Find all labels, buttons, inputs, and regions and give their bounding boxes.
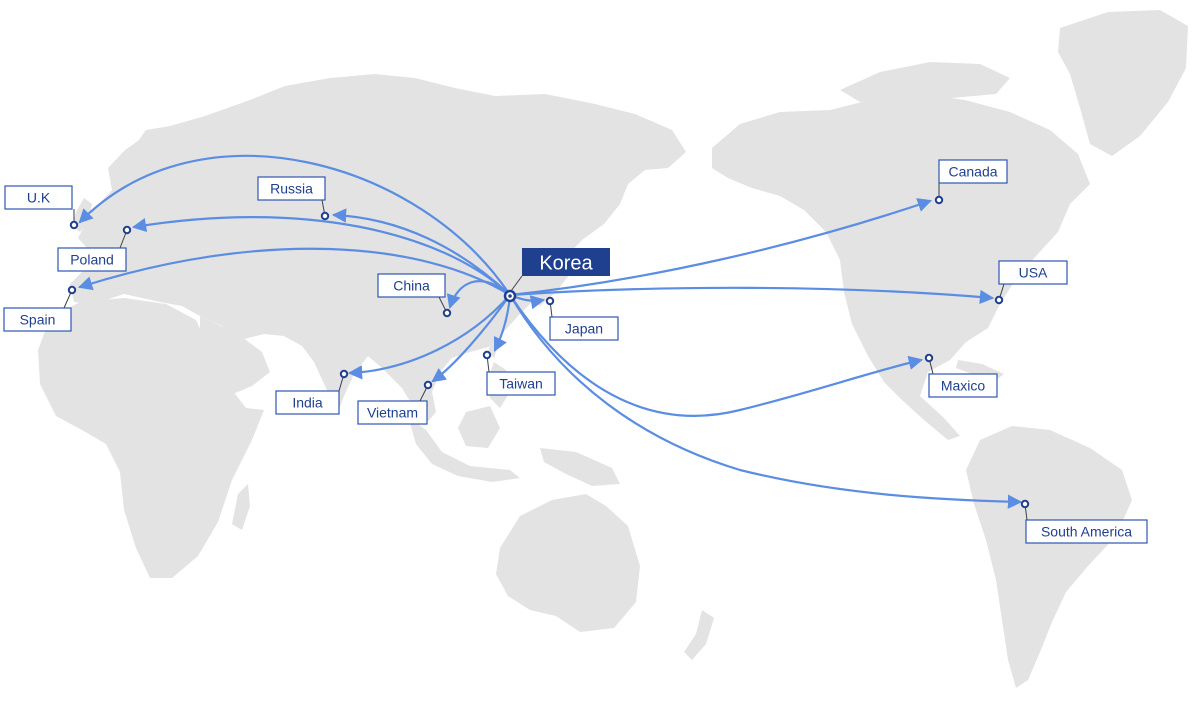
label-china-box — [377, 273, 446, 298]
label-canada-text: Canada — [948, 164, 997, 180]
hub-label: Korea — [522, 248, 610, 276]
label-usa-box — [998, 260, 1068, 285]
destination-labels: U.K Poland Spain Russia China India Viet… — [3, 159, 1148, 544]
label-china: China — [377, 273, 446, 298]
marker-poland — [122, 225, 132, 235]
land-south-america — [966, 426, 1132, 688]
marker-taiwan — [482, 350, 492, 360]
label-usa: USA — [998, 260, 1068, 285]
label-india-text: India — [292, 395, 323, 411]
label-russia: Russia — [257, 176, 326, 201]
label-japan-box — [549, 316, 619, 341]
marker-canada — [934, 195, 944, 205]
hub-marker — [503, 289, 517, 303]
marker-south-america — [1020, 499, 1030, 509]
label-poland-text: Poland — [70, 252, 114, 268]
route-to-poland — [131, 216, 512, 297]
route-to-south-america — [508, 293, 1023, 509]
route-to-usa — [508, 286, 995, 305]
route-to-china — [446, 280, 512, 310]
label-south-america-box — [1025, 519, 1148, 544]
land-borneo — [458, 406, 500, 448]
label-maxico: Maxico — [928, 373, 998, 398]
label-spain-box — [3, 307, 72, 332]
marker-china — [442, 308, 452, 318]
route-to-canada — [508, 198, 933, 297]
marker-vietnam — [423, 380, 433, 390]
label-japan: Japan — [549, 316, 619, 341]
label-india-box — [275, 390, 340, 415]
label-south-america: South America — [1025, 519, 1148, 544]
land-scandinavia — [112, 126, 178, 214]
label-uk-text: U.K — [27, 190, 51, 206]
hub-label-text: Korea — [539, 253, 593, 275]
label-vietnam-text: Vietnam — [367, 405, 418, 421]
label-india: India — [275, 390, 340, 415]
marker-india — [339, 369, 349, 379]
route-to-vietnam — [431, 293, 512, 383]
land-new-zealand — [684, 610, 714, 660]
landmasses — [38, 10, 1188, 688]
label-uk-box — [4, 185, 73, 210]
label-usa-text: USA — [1019, 265, 1048, 281]
land-africa — [38, 298, 264, 578]
marker-russia — [320, 211, 330, 221]
route-to-russia — [331, 208, 512, 297]
label-maxico-box — [928, 373, 998, 398]
land-sumatra-java — [408, 416, 520, 482]
marker-usa — [994, 295, 1004, 305]
label-russia-text: Russia — [270, 181, 313, 197]
land-madagascar — [232, 484, 250, 530]
label-canada-box — [938, 159, 1008, 184]
hub-marker-center — [508, 294, 512, 298]
marker-uk — [69, 220, 79, 230]
land-new-guinea — [540, 448, 620, 486]
label-poland-box — [57, 247, 127, 272]
label-japan-text: Japan — [565, 321, 603, 337]
label-china-text: China — [393, 278, 430, 294]
label-russia-box — [257, 176, 326, 201]
land-greenland — [1058, 10, 1188, 156]
marker-japan — [545, 296, 555, 306]
destination-markers — [67, 195, 1030, 509]
label-taiwan-text: Taiwan — [499, 376, 543, 392]
leader-korea — [510, 275, 523, 292]
label-spain-text: Spain — [20, 312, 56, 328]
route-lines — [77, 154, 1023, 509]
label-taiwan: Taiwan — [486, 371, 556, 396]
route-to-india — [347, 293, 512, 380]
label-poland: Poland — [57, 247, 127, 272]
route-to-spain — [77, 247, 512, 297]
label-south-america-text: South America — [1041, 524, 1132, 540]
route-to-uk — [78, 154, 512, 297]
label-vietnam-box — [357, 400, 428, 425]
route-to-maxico — [508, 293, 924, 417]
land-australia — [496, 494, 640, 632]
hub-label-box — [522, 248, 610, 276]
label-vietnam: Vietnam — [357, 400, 428, 425]
label-spain: Spain — [3, 307, 72, 332]
land-eurasia — [70, 74, 686, 426]
marker-maxico — [924, 353, 934, 363]
label-taiwan-box — [486, 371, 556, 396]
label-maxico-text: Maxico — [941, 378, 986, 394]
label-canada: Canada — [938, 159, 1008, 184]
marker-spain — [67, 285, 77, 295]
land-arctic-islands — [840, 62, 1010, 102]
label-uk: U.K — [4, 185, 73, 210]
